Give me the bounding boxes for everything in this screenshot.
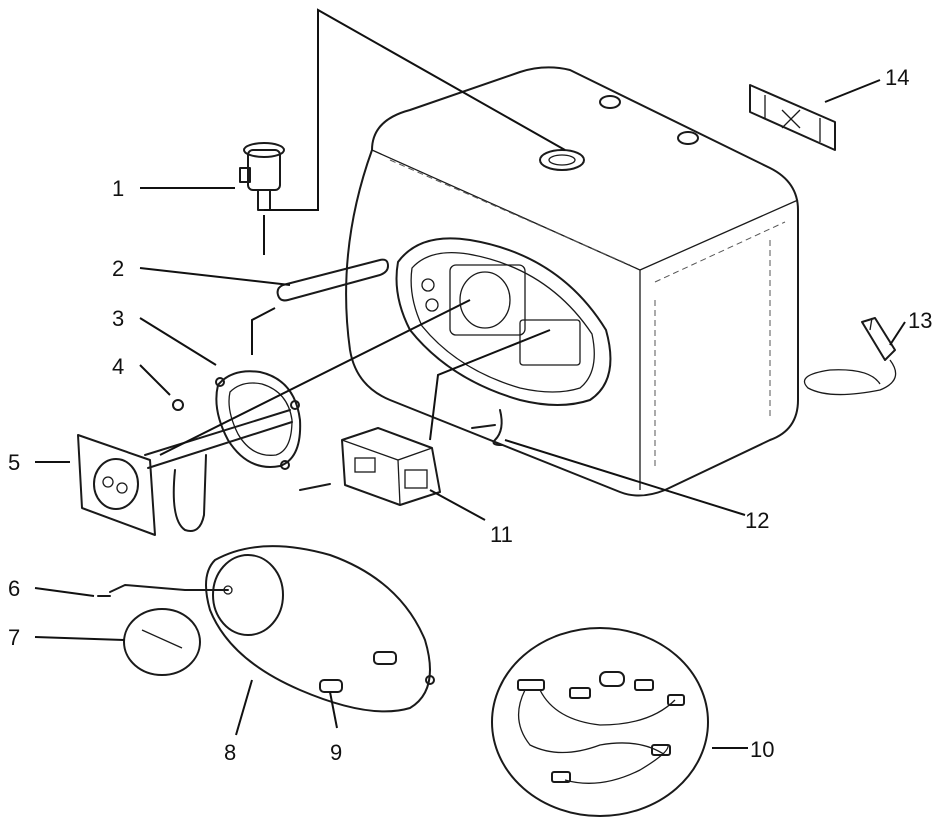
part-3-gasket <box>215 370 302 470</box>
leader-lines <box>34 79 906 749</box>
callout-12: 12 <box>745 508 769 533</box>
tank-body <box>345 66 799 497</box>
part-7-label-plate <box>123 608 201 676</box>
part-8-cover <box>205 545 435 713</box>
callout-13: 13 <box>908 308 932 333</box>
callout-3: 3 <box>112 306 124 331</box>
callout-7: 7 <box>8 625 20 650</box>
callout-10: 10 <box>750 737 774 762</box>
part-12-clip <box>471 409 503 446</box>
callout-4: 4 <box>112 354 124 379</box>
part-5-burner <box>77 299 471 536</box>
part-1-valve <box>239 8 566 255</box>
part-4-nut <box>172 399 184 411</box>
part-11-module <box>299 329 551 506</box>
callout-6: 6 <box>8 576 20 601</box>
callout-2: 2 <box>112 256 124 281</box>
callout-8: 8 <box>224 740 236 765</box>
callout-11: 11 <box>490 522 513 547</box>
part-2-tube <box>251 258 389 355</box>
callout-labels: 1 2 3 4 5 6 7 8 9 10 11 12 13 14 <box>8 65 932 765</box>
part-13-cord <box>803 317 897 396</box>
callout-1: 1 <box>112 176 124 201</box>
callout-9: 9 <box>330 740 342 765</box>
part-6-screw <box>97 584 229 597</box>
callout-14: 14 <box>885 65 909 90</box>
part-14-bracket <box>749 84 836 151</box>
callout-5: 5 <box>8 450 20 475</box>
part-10-harness <box>491 627 709 817</box>
